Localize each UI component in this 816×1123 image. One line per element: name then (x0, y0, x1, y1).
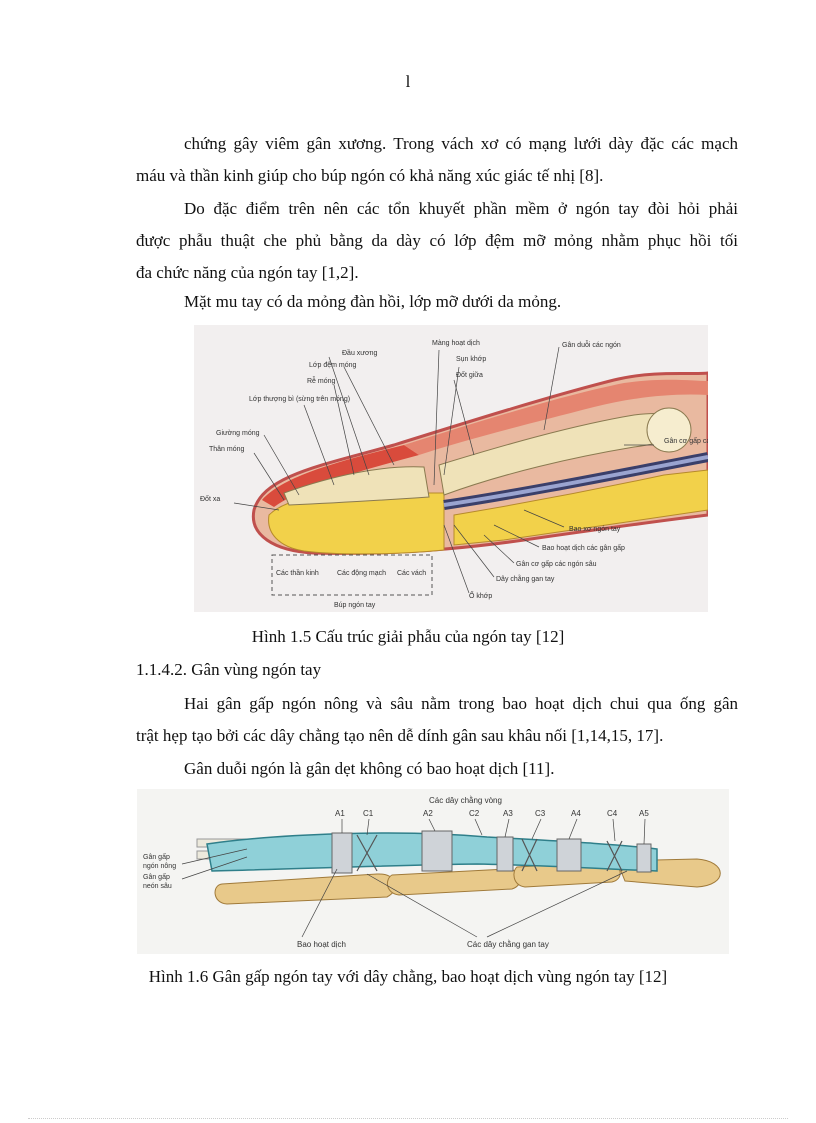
label-nerves: Các thần kinh (276, 568, 319, 577)
text-line: Hai gân gấp ngón nông và sâu nằm trong b… (184, 694, 738, 713)
section-heading: 1.1.4.2. Gân vùng ngón tay (136, 660, 322, 679)
label-nail-root: Rễ móng (307, 376, 336, 385)
finger-anatomy-illustration (233, 346, 708, 596)
paragraph-4: Hai gân gấp ngón nông và sâu nằm trong b… (136, 688, 738, 752)
label-epidermis: Lớp thượng bì (sừng trên móng) (249, 396, 350, 403)
figure1-labels: Đầu xương Màng hoạt dịch Lớp đệm móng Sụ… (200, 340, 708, 609)
pulley-a4: A4 (571, 809, 581, 818)
label-cartilage: Sụn khớp (456, 356, 486, 363)
paragraph-3: Mặt mu tay có da mỏng đàn hồi, lớp mỡ dư… (136, 286, 738, 318)
label-joint-cavity: Ổ khớp (469, 591, 492, 600)
figure1-caption: Hình 1.5 Cấu trúc giải phẫu của ngón tay… (251, 627, 565, 646)
page-bottom-divider (28, 1118, 788, 1119)
flexor-tendon-illustration (181, 818, 721, 938)
text-line: chứng gây viêm gân xương. Trong vách xơ … (184, 134, 738, 153)
label-superficial-flexor: Gân cơ gấp các ngón nông (664, 436, 708, 445)
label-annular-ligaments: Các dây chằng vòng (429, 796, 502, 805)
label-nail-bed: Giường móng (216, 430, 260, 437)
page-number: l (405, 72, 411, 91)
figure2-caption: Hình 1.6 Gân gấp ngón tay với dây chằng,… (148, 967, 668, 986)
label-palmar-ligament: Dây chằng gan tay (496, 574, 555, 583)
label-deep-flexor: Gân cơ gấp các ngón sâu (516, 559, 597, 568)
text-line: được phẫu thuật che phủ bằng da dày có l… (136, 231, 738, 250)
label-distal-phalanx: Đốt xa (200, 494, 220, 503)
finger-anatomy-figure: Đầu xương Màng hoạt dịch Lớp đệm móng Sụ… (194, 325, 708, 612)
label-superficial-flexor-1: Gân gấp (143, 852, 170, 861)
flexor-tendon-figure: Các dây chằng vòng A1 C1 A2 C2 A3 C3 A4 … (137, 789, 729, 954)
pulley-c2: C2 (469, 809, 480, 818)
text-line: Gân duỗi ngón là gân dẹt không có bao ho… (184, 759, 555, 778)
label-fibrous-sheath: Bao xơ ngón tay (569, 526, 621, 533)
text-line: trật hẹp tạo bởi các dây chằng tạo nên d… (136, 726, 664, 745)
pulley-a2: A2 (423, 809, 433, 818)
label-palmar-ligaments: Các dây chằng gan tay (467, 940, 549, 949)
text-line: Mặt mu tay có da mỏng đàn hồi, lớp mỡ dư… (184, 292, 562, 311)
paragraph-5: Gân duỗi ngón là gân dẹt không có bao ho… (136, 753, 738, 785)
pulley-c3: C3 (535, 809, 546, 818)
label-fingertip: Búp ngón tay (334, 602, 376, 609)
label-nail-body: Thân móng (209, 446, 245, 453)
label-synovial-sheath: Bao hoạt dịch (297, 940, 346, 949)
pulley-c4: C4 (607, 809, 618, 818)
label-middle-phalanx: Đốt giữa (456, 370, 483, 379)
label-arteries: Các động mạch (337, 570, 386, 577)
label-deep-flexor-1: Gân gấp (143, 872, 170, 881)
label-synovial-sheath: Bao hoạt dịch các gân gấp (542, 543, 625, 552)
pulley-c1: C1 (363, 809, 374, 818)
pulley-a5: A5 (639, 809, 649, 818)
paragraph-1: chứng gây viêm gân xương. Trong vách xơ … (136, 128, 738, 192)
label-septa: Các vách (397, 570, 426, 577)
text-line: máu và thần kinh giúp cho búp ngón có kh… (136, 166, 604, 185)
text-line: Do đặc điểm trên nên các tổn khuyết phần… (184, 199, 738, 218)
text-line: đa chức năng của ngón tay [1,2]. (136, 263, 359, 282)
label-extensor-tendon: Gân duỗi các ngón (562, 340, 621, 349)
figure2-labels: Các dây chằng vòng A1 C1 A2 C2 A3 C3 A4 … (143, 796, 649, 949)
label-bone-head: Đầu xương (342, 348, 377, 357)
label-superficial-flexor-2: ngón nông (143, 863, 176, 870)
label-nail-pad: Lớp đệm móng (309, 362, 357, 369)
pulley-a3: A3 (503, 809, 513, 818)
label-synovial-membrane: Màng hoạt dịch (432, 340, 480, 347)
pulley-a1: A1 (335, 809, 345, 818)
label-deep-flexor-2: neón sâu (143, 883, 172, 890)
paragraph-2: Do đặc điểm trên nên các tổn khuyết phần… (136, 193, 738, 289)
